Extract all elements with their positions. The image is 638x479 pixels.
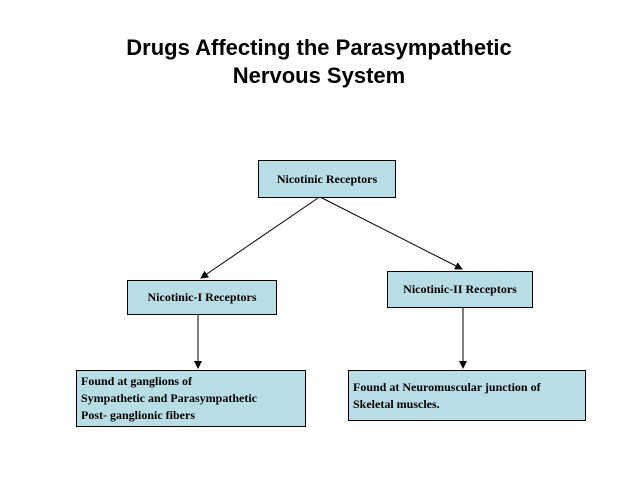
node-nicotinic-receptors-label: Nicotinic Receptors <box>276 171 378 186</box>
node-ganglia-description-line-3: Post- ganglionic fibers <box>81 408 195 422</box>
node-nicotinic-1-receptors: Nicotinic-I Receptors <box>127 280 277 315</box>
node-neuromuscular-description: Found at Neuromuscular junction of Skele… <box>348 370 586 421</box>
node-neuromuscular-description-line-1: Found at Neuromuscular junction of <box>353 379 541 394</box>
slide-title-line-1: Drugs Affecting the Parasympathetic <box>126 35 512 60</box>
node-nicotinic-receptors: Nicotinic Receptors <box>258 160 396 198</box>
node-nicotinic-2-receptors-label: Nicotinic-II Receptors <box>403 282 517 296</box>
node-neuromuscular-description-line-2: Skeletal muscles. <box>353 396 440 411</box>
node-ganglia-description-line-1: Found at ganglions of <box>81 374 193 388</box>
arrow-root-to-nicotinic-2 <box>321 197 463 270</box>
node-nicotinic-2-receptors: Nicotinic-II Receptors <box>387 271 533 308</box>
slide-title: Drugs Affecting the Parasympathetic Nerv… <box>0 34 638 90</box>
slide-title-line-2: Nervous System <box>232 63 406 88</box>
node-nicotinic-1-receptors-label: Nicotinic-I Receptors <box>147 290 257 304</box>
node-ganglia-description-line-2: Sympathetic and Parasympathetic <box>81 391 257 405</box>
node-ganglia-description: Found at ganglions of Sympathetic and Pa… <box>76 370 306 427</box>
arrow-root-to-nicotinic-1 <box>200 197 319 279</box>
